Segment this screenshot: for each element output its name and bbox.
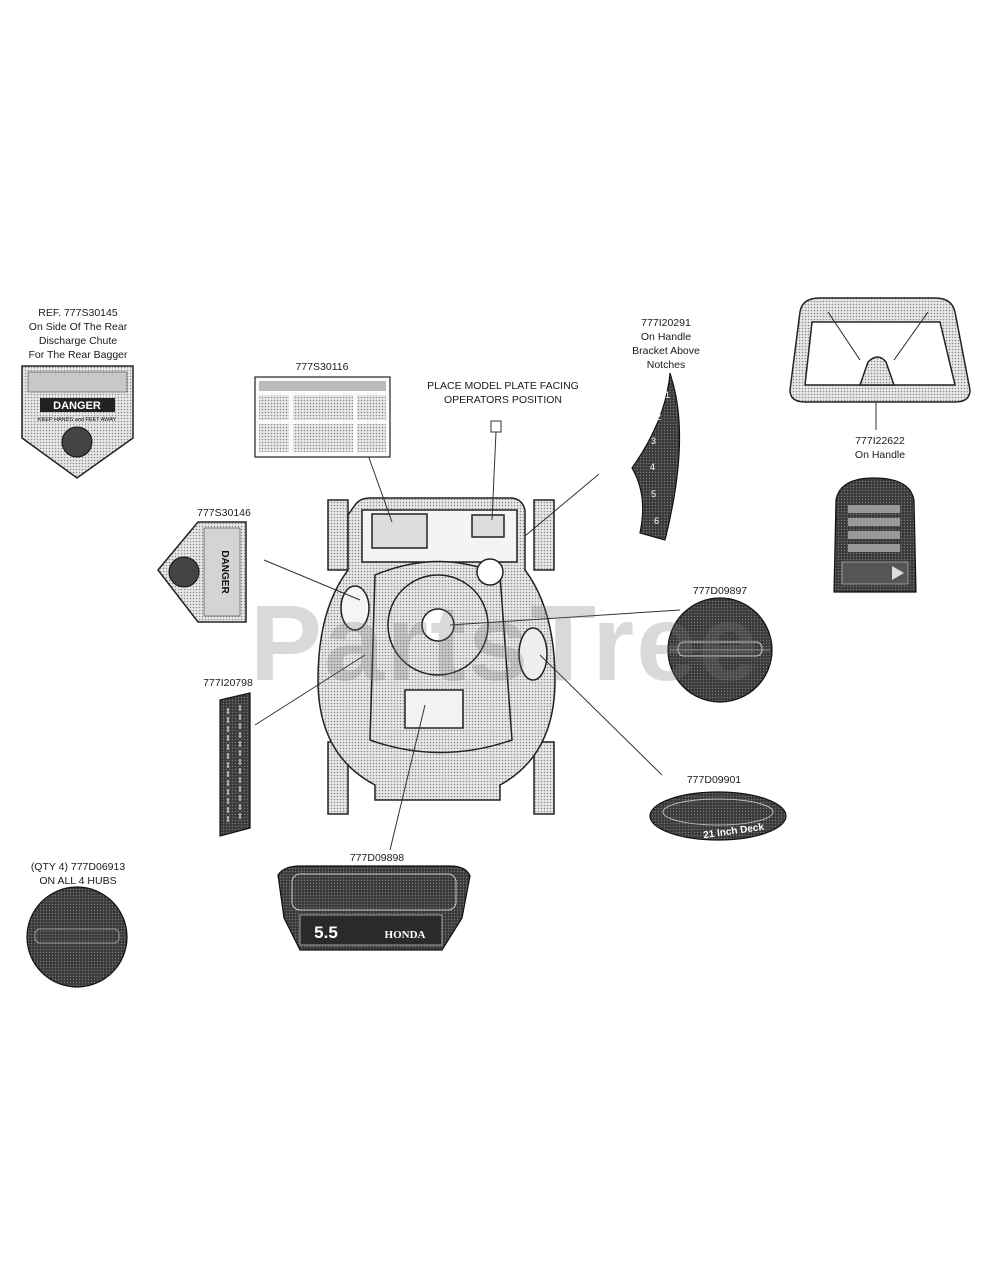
engine-cover-round-decal	[667, 597, 773, 703]
callout-deck-side-strip: 777I20798	[203, 676, 253, 690]
callout-line: 777I22622	[855, 435, 905, 447]
rear-right-wheel	[533, 499, 555, 571]
mower-top-view	[317, 497, 556, 815]
hand-hazard-icon	[61, 426, 93, 458]
callout-line: 777S30116	[295, 361, 349, 373]
callout-line: On Handle	[854, 449, 906, 461]
mower-handle	[789, 297, 971, 403]
callout-line: Discharge Chute	[38, 335, 118, 347]
deck-strip-area	[340, 585, 370, 631]
callout-handle-label: 777I22622 On Handle	[855, 434, 905, 462]
leader-lines	[254, 402, 877, 851]
callout-top-warning-label: 777S30116	[296, 360, 349, 374]
keep-hands-text: KEEP HANDS and FEET AWAY	[38, 417, 116, 423]
callout-line: 777D09897	[692, 585, 748, 597]
model-plate-position	[471, 514, 505, 538]
deck-side-strip-decal	[219, 692, 251, 837]
callout-line: REF. 777S30145	[38, 307, 118, 319]
deck-oval-decal: 21 Inch Deck	[649, 791, 787, 841]
danger-text: DANGER	[53, 400, 101, 412]
notch-2: 2	[656, 412, 661, 422]
callout-line: (QTY 4) 777D06913	[30, 861, 126, 873]
front-deck-decal: 5.5 HONDA	[277, 865, 471, 951]
deck-oval-area	[518, 627, 548, 681]
notch-3: 3	[651, 436, 656, 446]
front-right-wheel	[533, 741, 555, 815]
fuel-cap	[476, 558, 504, 586]
callout-side-danger-label: 777S30146	[197, 506, 251, 520]
callout-line: For The Rear Bagger	[28, 349, 128, 361]
callout-deck-oval-decal: 777D09901	[687, 773, 741, 787]
side-danger-decal: DANGER	[157, 521, 247, 623]
rear-chute-danger-decal: DANGER KEEP HANDS and FEET AWAY	[21, 365, 134, 479]
callout-line: PLACE MODEL PLATE FACING	[427, 380, 579, 392]
callout-engine-cover-decal: 777D09897	[693, 584, 747, 598]
model-plate-marker	[490, 420, 502, 433]
notch-1: 1	[665, 390, 670, 400]
engine-brand-text: HONDA	[385, 929, 426, 941]
hp-text: 5.5	[314, 923, 338, 942]
callout-line: Bracket Above	[632, 345, 700, 357]
rear-left-wheel	[327, 499, 349, 571]
callout-line: 777I20291	[641, 317, 691, 329]
notch-5: 5	[651, 489, 656, 499]
watermark: PartsTree	[250, 582, 761, 703]
engine-front-badge-area	[404, 689, 464, 729]
handle-label-decal	[833, 477, 917, 593]
callout-line: ON ALL 4 HUBS	[39, 875, 117, 887]
side-danger-text: DANGER	[219, 550, 230, 594]
callout-hub-caps: (QTY 4) 777D06913 ON ALL 4 HUBS	[31, 860, 125, 888]
callout-line: 777D09898	[349, 852, 405, 864]
callout-line: 777D09901	[686, 774, 742, 786]
side-hand-hazard-icon	[168, 556, 200, 588]
notch-4: 4	[650, 462, 655, 472]
top-warning-decal	[254, 376, 391, 458]
callout-line: Notches	[646, 359, 686, 371]
callout-line: On Side Of The Rear	[28, 321, 128, 333]
callout-line: On Handle	[640, 331, 692, 343]
callout-rear-chute-warning: REF. 777S30145 On Side Of The Rear Disch…	[28, 306, 127, 362]
callout-line: 777I20798	[203, 677, 253, 689]
callout-front-deck-decal: 777D09898	[350, 851, 404, 865]
callout-handle-bracket: 777I20291 On Handle Bracket Above Notche…	[632, 316, 700, 372]
callout-model-plate: PLACE MODEL PLATE FACING OPERATORS POSIT…	[427, 379, 579, 407]
notch-6: 6	[654, 516, 659, 526]
hub-cap-decal	[26, 886, 128, 988]
callout-line: OPERATORS POSITION	[443, 394, 563, 406]
callout-line: 777S30146	[197, 507, 251, 519]
handle-notch-decal: 1 2 3 4 5 6	[631, 372, 681, 541]
warning-label-position	[371, 513, 428, 549]
